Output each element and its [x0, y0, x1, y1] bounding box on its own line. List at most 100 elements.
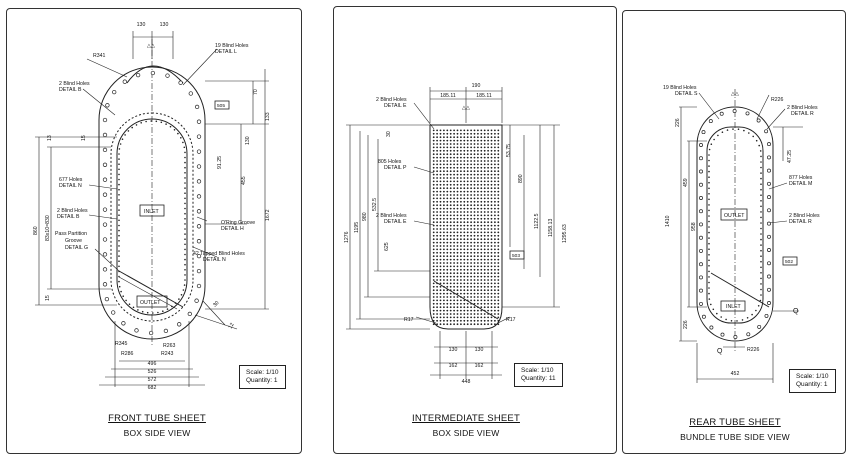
- tube-hole: [460, 132, 462, 135]
- tube-hole: [477, 275, 479, 278]
- tube-hole: [463, 299, 466, 302]
- tube-hole: [439, 248, 442, 251]
- tube-hole: [497, 143, 500, 145]
- tube-hole: [432, 194, 435, 196]
- tube-hole: [439, 292, 442, 295]
- tube-hole: [483, 204, 486, 207]
- tube-hole: [470, 296, 472, 298]
- tube-hole: [497, 183, 500, 186]
- front-dim-15b: 15: [45, 295, 51, 301]
- tube-hole: [487, 272, 489, 275]
- tube-hole: [432, 285, 435, 288]
- bolt-hole: [184, 218, 186, 220]
- tube-hole: [436, 241, 438, 244]
- tube-hole: [453, 136, 455, 139]
- tube-hole: [487, 143, 489, 145]
- tube-hole: [477, 265, 479, 268]
- bolt-hole: [767, 168, 771, 173]
- tube-hole: [436, 275, 438, 278]
- tube-hole: [480, 306, 483, 309]
- tube-hole: [463, 309, 466, 312]
- tube-hole: [436, 228, 438, 230]
- tube-hole: [449, 306, 452, 309]
- tube-hole: [477, 200, 479, 203]
- tube-hole: [483, 156, 486, 159]
- front-scale-box: Scale: 1/10 Quantity: 1: [239, 365, 286, 389]
- tube-hole: [473, 323, 476, 326]
- tube-hole: [439, 238, 442, 241]
- tube-hole: [436, 197, 438, 200]
- tube-hole: [446, 272, 449, 275]
- tube-hole: [463, 319, 466, 322]
- tube-hole: [449, 132, 452, 135]
- bolt-hole: [708, 231, 710, 234]
- tube-hole: [460, 139, 462, 142]
- tube-hole: [473, 238, 476, 241]
- tube-hole: [432, 204, 435, 207]
- tube-hole: [443, 319, 445, 322]
- tube-hole: [436, 129, 438, 132]
- tube-hole: [449, 160, 452, 162]
- tube-hole: [456, 204, 459, 207]
- tube-hole: [487, 132, 489, 135]
- tube-hole: [439, 146, 442, 149]
- tube-hole: [432, 251, 435, 254]
- tube-hole: [460, 149, 462, 152]
- tube-hole: [497, 292, 500, 295]
- tube-hole: [487, 173, 489, 176]
- front-dim-572: 572: [148, 377, 157, 383]
- tube-hole: [463, 268, 466, 271]
- tube-hole: [480, 197, 483, 200]
- tube-hole: [473, 234, 476, 237]
- bolt-hole: [118, 158, 120, 160]
- intermediate-datum-symbol: △△: [462, 105, 470, 111]
- tube-hole: [497, 153, 500, 156]
- tube-hole: [497, 129, 500, 132]
- tube-hole: [432, 153, 435, 156]
- tube-hole: [470, 306, 472, 309]
- bolt-hole: [755, 309, 757, 312]
- tube-hole: [460, 194, 462, 196]
- bolt-hole: [196, 268, 202, 274]
- tube-hole: [477, 302, 479, 305]
- tube-hole: [436, 180, 438, 183]
- bolt-hole: [127, 130, 130, 132]
- tube-hole: [487, 180, 489, 183]
- tube-hole: [463, 279, 466, 281]
- intermediate-title: INTERMEDIATE SHEET: [412, 413, 520, 424]
- tube-hole: [477, 299, 479, 302]
- tube-hole: [453, 183, 455, 186]
- tube-hole: [477, 139, 479, 142]
- bolt-hole: [180, 137, 182, 139]
- tube-hole: [432, 177, 435, 179]
- tube-hole: [449, 299, 452, 302]
- tube-hole: [480, 221, 483, 224]
- tube-hole: [466, 180, 469, 183]
- tube-hole: [456, 139, 459, 142]
- tube-hole: [466, 265, 469, 268]
- tube-hole: [477, 177, 479, 179]
- tube-hole: [494, 197, 496, 200]
- tube-hole: [480, 129, 483, 132]
- tube-hole: [460, 221, 462, 224]
- bolt-hole: [184, 197, 186, 200]
- tube-hole: [470, 282, 472, 285]
- tube-hole: [449, 313, 452, 315]
- tube-hole: [446, 231, 449, 234]
- bolt-hole: [760, 183, 762, 185]
- intermediate-label-detail-e: DETAIL E: [384, 103, 407, 109]
- tube-hole: [477, 173, 479, 176]
- tube-hole: [497, 245, 500, 247]
- tube-hole: [483, 272, 486, 275]
- tube-hole: [463, 224, 466, 227]
- front-dim-30: 30: [212, 300, 220, 308]
- tube-hole: [453, 265, 455, 268]
- tube-hole: [436, 299, 438, 302]
- intermediate-subtitle: BOX SIDE VIEW: [432, 428, 500, 438]
- tube-hole: [497, 173, 500, 176]
- tube-hole: [497, 275, 500, 278]
- tube-hole: [494, 136, 496, 139]
- tube-hole: [483, 197, 486, 200]
- bolt-hole: [184, 228, 186, 230]
- tube-hole: [456, 258, 459, 261]
